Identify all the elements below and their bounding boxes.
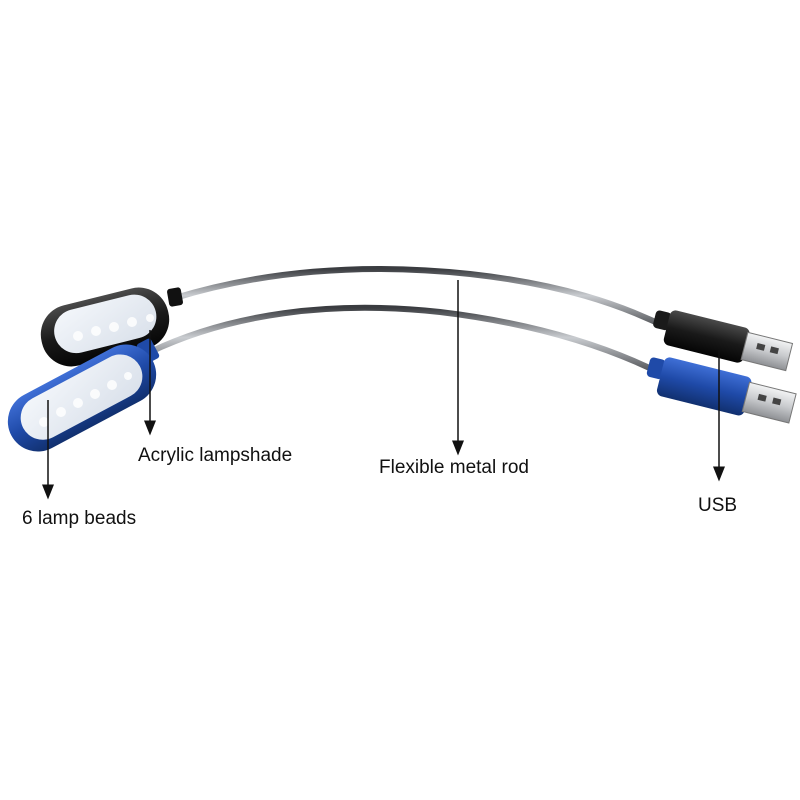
blue-usb-connector (646, 357, 797, 424)
acrylic-lampshade-label: Acrylic lampshade (138, 445, 293, 466)
blue-lamp-head (7, 338, 160, 452)
usb-label: USB (698, 495, 738, 516)
back-metal-rod (172, 265, 671, 331)
flexible-metal-rod-label: Flexible metal rod (379, 457, 529, 478)
lamp-beads-label: 6 lamp beads (22, 508, 137, 529)
lamp-beads-front (39, 372, 132, 427)
lamp-beads-back (73, 314, 154, 341)
black-usb-connector (653, 310, 794, 372)
acrylic-lampshade-front (20, 354, 143, 440)
front-metal-rod (147, 304, 665, 377)
